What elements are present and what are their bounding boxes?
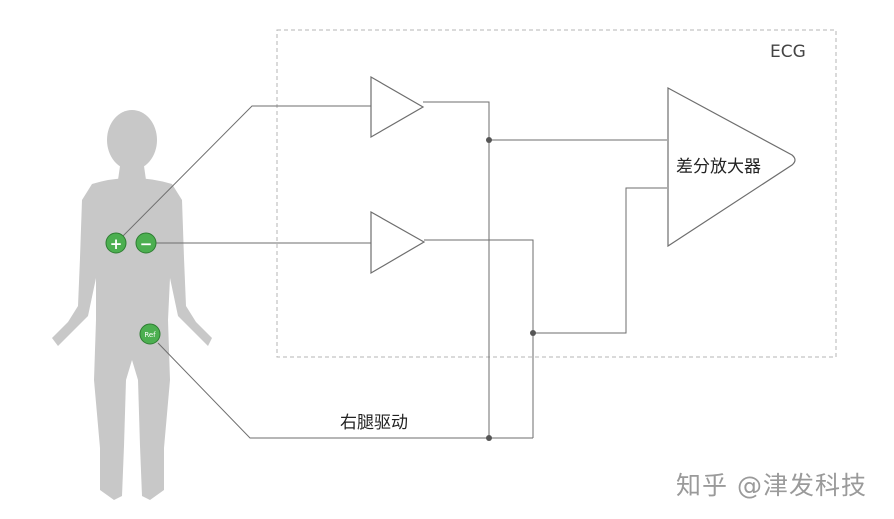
junction-dots (486, 137, 536, 441)
wires (115, 101, 667, 439)
ecg-box (276, 29, 837, 358)
svg-text:+: + (110, 235, 123, 253)
wire-amp1-out (423, 101, 490, 438)
svg-text:−: − (140, 235, 153, 253)
right-leg-drive-label: 右腿驱动 (340, 413, 408, 433)
wire-positive-to-amp1 (115, 105, 371, 244)
wire-ref-to-rld (157, 342, 533, 439)
junction-dot (486, 435, 492, 441)
human-body-silhouette (52, 110, 212, 500)
differential-amplifier (667, 86, 796, 248)
svg-text:Ref: Ref (144, 331, 156, 339)
differential-amplifier-label: 差分放大器 (676, 157, 761, 177)
ecg-box-label: ECG (770, 42, 806, 62)
buffer-amplifier-1 (370, 75, 425, 139)
watermark: 知乎 @津发科技 (676, 471, 867, 500)
electrode-negative: − (135, 232, 157, 254)
electrode-positive: + (105, 232, 127, 254)
junction-dot (486, 137, 492, 143)
wire-amp2-out (424, 239, 534, 438)
buffer-amplifier-2 (370, 210, 426, 275)
wire-to-diff-minus (533, 187, 667, 334)
electrode-reference: Ref (139, 323, 161, 345)
junction-dot (530, 330, 536, 336)
